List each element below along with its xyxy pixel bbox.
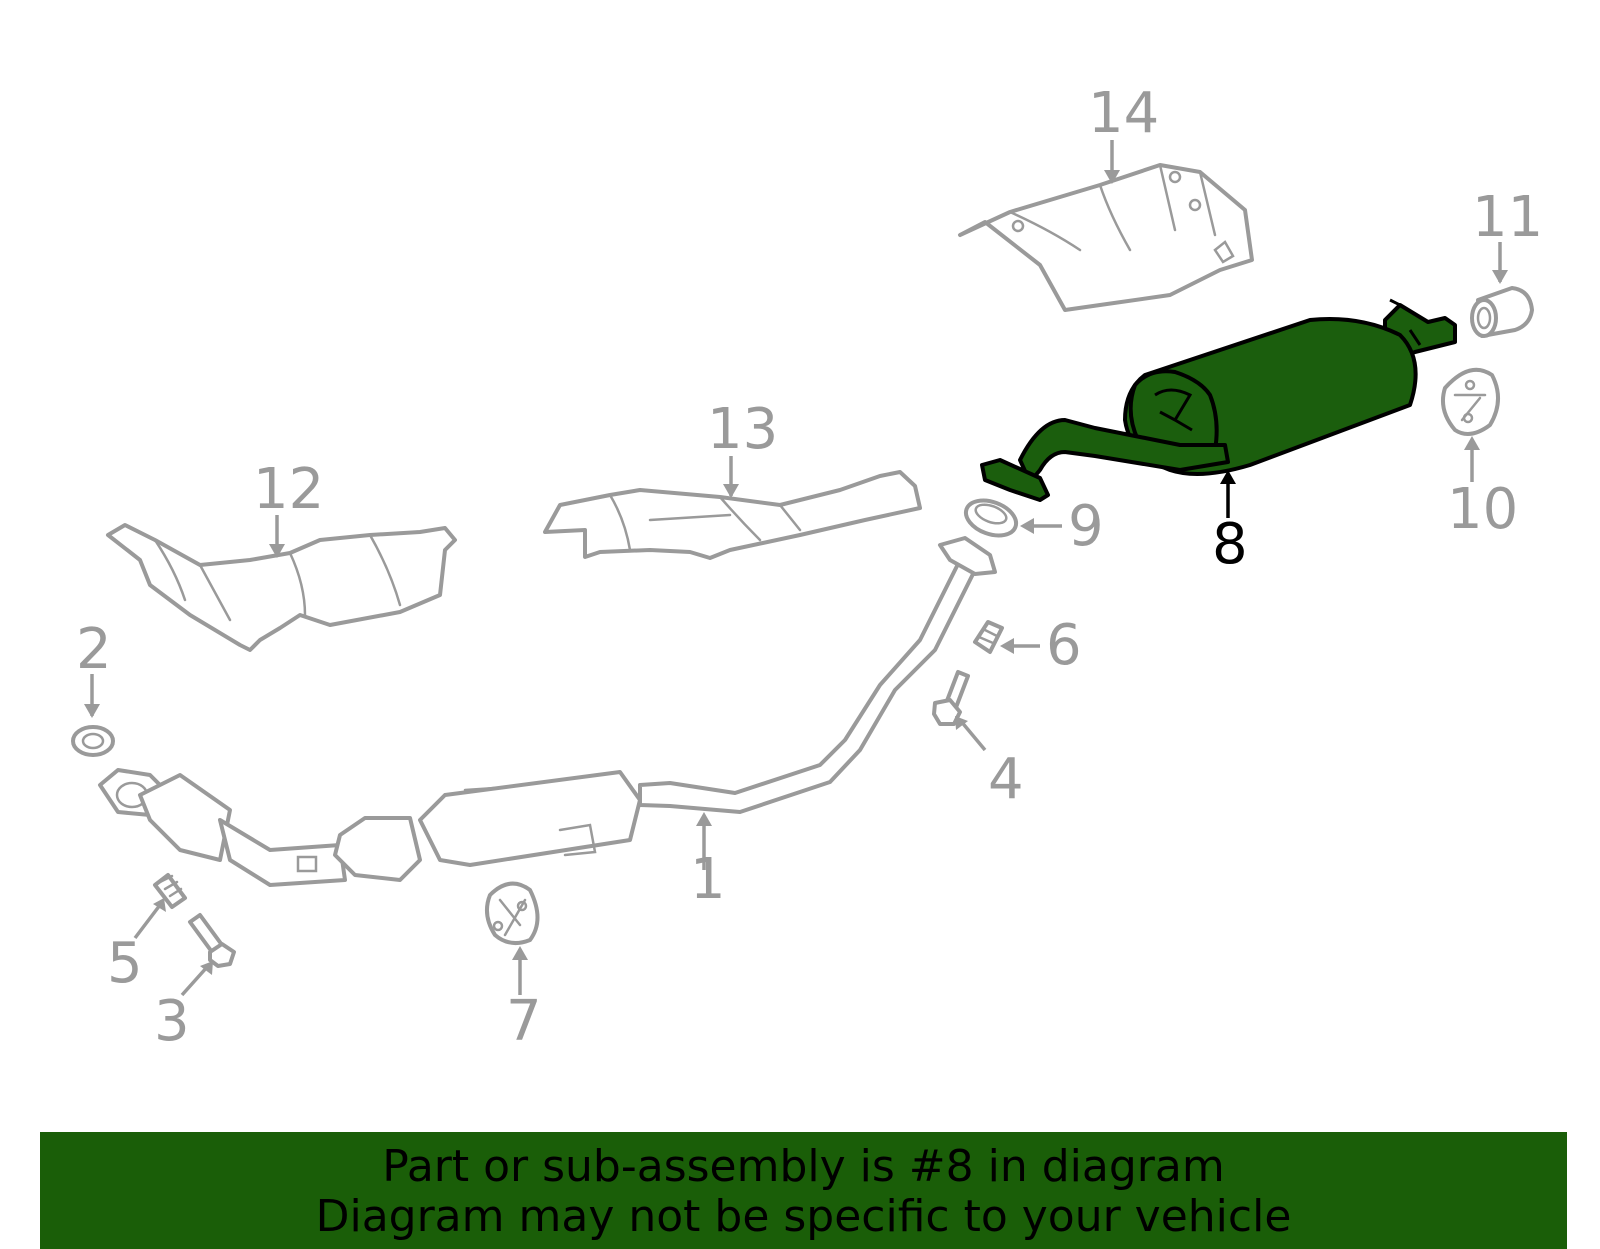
arrowhead-2	[84, 704, 100, 718]
part-6-stud	[973, 620, 1004, 654]
part-13-heat-shield	[543, 470, 922, 560]
arrowhead-14	[1104, 170, 1120, 184]
part-9-gasket	[963, 498, 1019, 538]
part-12-heat-shield	[106, 523, 457, 652]
arrowhead-7	[512, 946, 528, 960]
part-11-tailpipe-tip	[1470, 286, 1534, 338]
part-7-hanger	[484, 881, 540, 946]
callout-7: 7	[506, 989, 542, 1054]
part-8-muffler	[980, 298, 1457, 502]
part-5-stud	[153, 873, 187, 909]
banner-line-part-number: Part or sub-assembly is #8 in diagram	[382, 1141, 1225, 1192]
arrowhead-5	[153, 898, 166, 912]
callout-4: 4	[988, 747, 1024, 812]
callout-10: 10	[1447, 477, 1518, 542]
part-3-bolt	[188, 913, 236, 968]
arrowhead-11	[1492, 270, 1508, 284]
arrowhead-3	[200, 961, 213, 975]
arrowhead-4	[955, 716, 968, 730]
callout-3: 3	[154, 989, 190, 1054]
callout-1: 1	[690, 847, 726, 912]
callout-6: 6	[1046, 613, 1082, 678]
arrowhead-1	[696, 812, 712, 826]
callout-13: 13	[707, 397, 778, 462]
part-1-front-pipe	[98, 536, 997, 887]
callout-12: 12	[253, 457, 324, 522]
arrowhead-8	[1220, 470, 1236, 484]
arrowhead-12	[269, 544, 285, 558]
callout-14: 14	[1088, 81, 1159, 146]
callout-8: 8	[1212, 512, 1248, 577]
callout-9: 9	[1068, 494, 1104, 559]
part-14-heat-shield	[958, 163, 1254, 312]
callout-2: 2	[76, 617, 112, 682]
banner-line-disclaimer: Diagram may not be specific to your vehi…	[315, 1191, 1292, 1242]
arrowhead-13	[723, 484, 739, 498]
arrowhead-9	[1020, 518, 1034, 534]
part-10-hanger	[1441, 367, 1500, 436]
leader-3	[180, 964, 210, 997]
leader-4	[958, 718, 987, 752]
arrowhead-6	[1000, 638, 1014, 654]
callout-5: 5	[107, 931, 143, 996]
part-4-bolt	[932, 670, 970, 726]
info-banner: Part or sub-assembly is #8 in diagram Di…	[40, 1132, 1567, 1249]
callout-11: 11	[1472, 185, 1543, 250]
arrowhead-10	[1464, 436, 1480, 450]
part-2-gasket	[71, 725, 115, 757]
leader-5	[133, 903, 162, 940]
